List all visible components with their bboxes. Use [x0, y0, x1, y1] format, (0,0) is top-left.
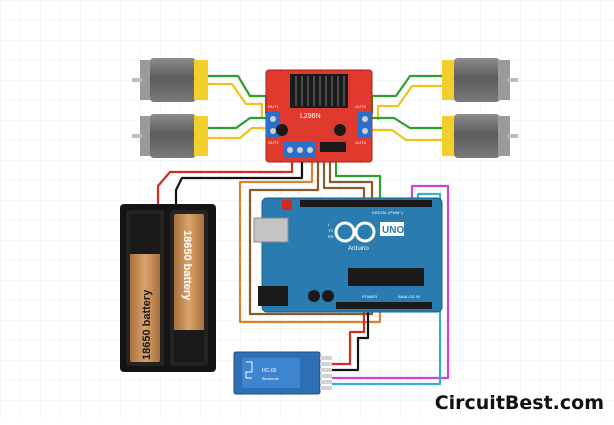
wire-driver-green	[334, 160, 382, 200]
atmega-chip	[348, 268, 424, 286]
wire-bt-cyan	[332, 192, 442, 386]
out2-label: OUT2	[268, 140, 279, 145]
digital-label: DIGITAL (PWM~)	[372, 210, 404, 215]
power-jack	[258, 286, 288, 306]
wire-motor-bottom-left-green	[206, 116, 266, 130]
arduino-uno-board: UNO Arduino DIGITAL (PWM~) ANALOG IN POW…	[253, 197, 443, 313]
bt-sub-label: Bluetooth	[262, 376, 279, 381]
wire-driver-brown-5v	[248, 160, 374, 316]
wire-bt-purple	[332, 184, 450, 380]
brand-watermark: CircuitBest.com	[435, 392, 604, 414]
wire-bt-black	[332, 312, 370, 372]
wire-driver-orange	[238, 160, 382, 324]
wire-motor-top-left-yellow	[206, 82, 264, 118]
control-pins	[320, 142, 346, 152]
arduino-logo	[334, 221, 376, 243]
reset-button	[282, 200, 292, 210]
rx-label: RX	[328, 234, 334, 239]
uno-badge	[380, 222, 404, 236]
out3-out4-terminal	[358, 112, 372, 138]
out1-label: OUT1	[268, 104, 279, 109]
arduino-brand-text: Arduino	[348, 246, 369, 252]
l-led-label: L	[328, 222, 331, 227]
tx-label: TX	[328, 228, 333, 233]
motor-bottom-right	[442, 114, 518, 158]
hc05-bluetooth-module: HC-05 Bluetooth	[233, 351, 332, 395]
analog-label: ANALOG IN	[398, 294, 420, 299]
wire-driver-brown-1	[328, 160, 374, 200]
wire-battery-black	[174, 160, 304, 206]
uno-logo-text: UNO	[382, 225, 404, 236]
wire-motor-top-right-yellow	[376, 84, 444, 120]
wire-motor-bottom-right-yellow	[372, 128, 444, 142]
wire-motor-bottom-right-green	[372, 116, 444, 130]
out4-label: OUT4	[355, 140, 366, 145]
bt-module-label: HC-05	[262, 368, 277, 374]
digital-header	[300, 200, 432, 207]
usb-port	[253, 217, 289, 243]
power-label: POWER	[362, 294, 377, 299]
wire-bt-red	[332, 312, 366, 366]
battery-cell-2	[174, 214, 204, 362]
driver-chip-label: L298N	[300, 113, 321, 120]
motor-bottom-left	[132, 114, 208, 158]
battery-cell-2-label: 18650 battery	[181, 230, 193, 301]
wires	[156, 74, 450, 386]
motor-top-right	[442, 58, 518, 102]
l298n-driver-board: L298N OUT1 OUT2 OUT3 OUT4	[265, 69, 373, 163]
analog-power-header	[336, 302, 432, 309]
wire-battery-red	[156, 160, 294, 206]
battery-holder: 18650 battery 18650 battery	[120, 204, 216, 372]
battery-cell-1-label: 18650 battery	[141, 289, 153, 360]
motor-top-left	[132, 58, 208, 102]
wire-driver-brown-2	[322, 160, 366, 200]
out3-label: OUT3	[355, 104, 366, 109]
wire-motor-bottom-left-yellow	[206, 126, 266, 140]
